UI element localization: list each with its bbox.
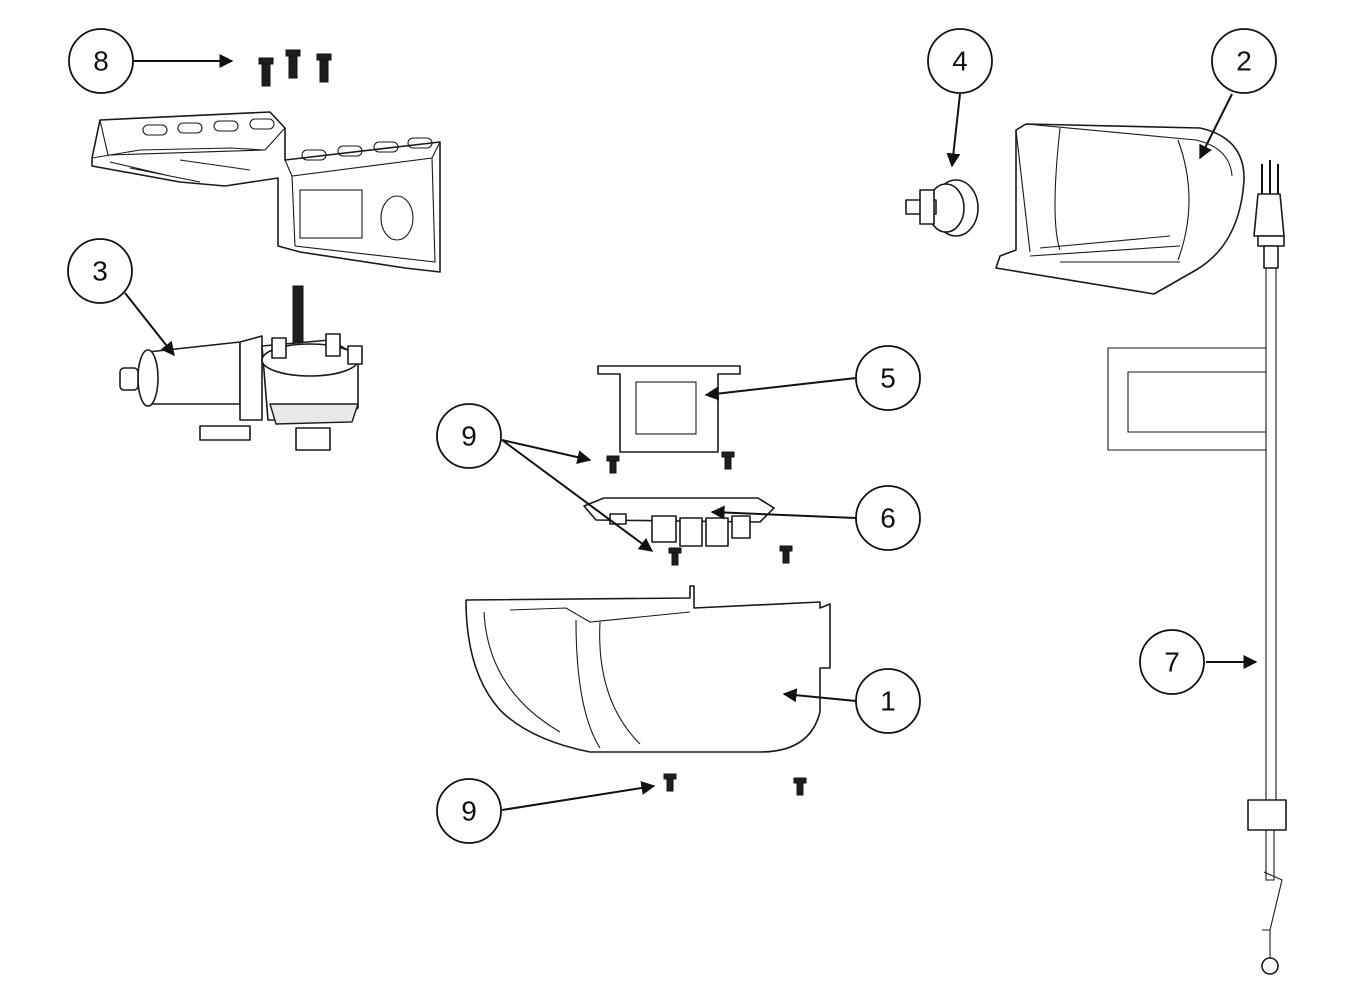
callout-7: 7 bbox=[1139, 629, 1205, 695]
leader-9a-1 bbox=[501, 439, 592, 465]
logic-board bbox=[583, 497, 775, 547]
leader-6 bbox=[710, 505, 857, 520]
callout-4-label: 4 bbox=[952, 46, 968, 77]
leader-2 bbox=[1199, 93, 1233, 160]
screws-upper bbox=[606, 451, 793, 566]
light-lens bbox=[597, 365, 741, 453]
leader-9b bbox=[501, 781, 656, 811]
mounting-bracket bbox=[91, 111, 441, 273]
callout-1: 1 bbox=[855, 668, 921, 734]
callout-6-label: 6 bbox=[880, 503, 896, 534]
bracket-screws bbox=[258, 49, 332, 87]
callout-8: 8 bbox=[68, 28, 134, 94]
callouts: 8 3 4 2 5 9 6 1 bbox=[67, 28, 1277, 844]
callout-9-lower-label: 9 bbox=[461, 796, 477, 827]
callout-7-label: 7 bbox=[1164, 647, 1180, 678]
leader-4 bbox=[946, 93, 961, 168]
leader-lines bbox=[124, 54, 1258, 811]
callout-2: 2 bbox=[1211, 28, 1277, 94]
callout-6: 6 bbox=[855, 485, 921, 551]
callout-9-upper: 9 bbox=[436, 403, 502, 469]
callout-8-label: 8 bbox=[93, 46, 109, 77]
callout-5-label: 5 bbox=[880, 363, 896, 394]
motor-gear-assembly bbox=[119, 285, 363, 451]
callout-9-upper-label: 9 bbox=[461, 421, 477, 452]
bottom-cover bbox=[465, 585, 831, 753]
callout-3: 3 bbox=[67, 238, 133, 304]
leader-3 bbox=[124, 292, 175, 357]
light-socket bbox=[905, 179, 979, 237]
callout-2-label: 2 bbox=[1236, 46, 1252, 77]
screws-lower bbox=[663, 773, 807, 796]
callout-3-label: 3 bbox=[92, 256, 108, 287]
end-panel bbox=[995, 123, 1245, 295]
callout-9-lower: 9 bbox=[436, 778, 502, 844]
callout-1-label: 1 bbox=[880, 686, 896, 717]
leader-5 bbox=[704, 377, 857, 401]
leader-9a-2 bbox=[501, 439, 654, 552]
callout-5: 5 bbox=[855, 345, 921, 411]
leader-1 bbox=[782, 688, 857, 703]
power-cord bbox=[1107, 160, 1287, 975]
callout-4: 4 bbox=[927, 28, 993, 94]
